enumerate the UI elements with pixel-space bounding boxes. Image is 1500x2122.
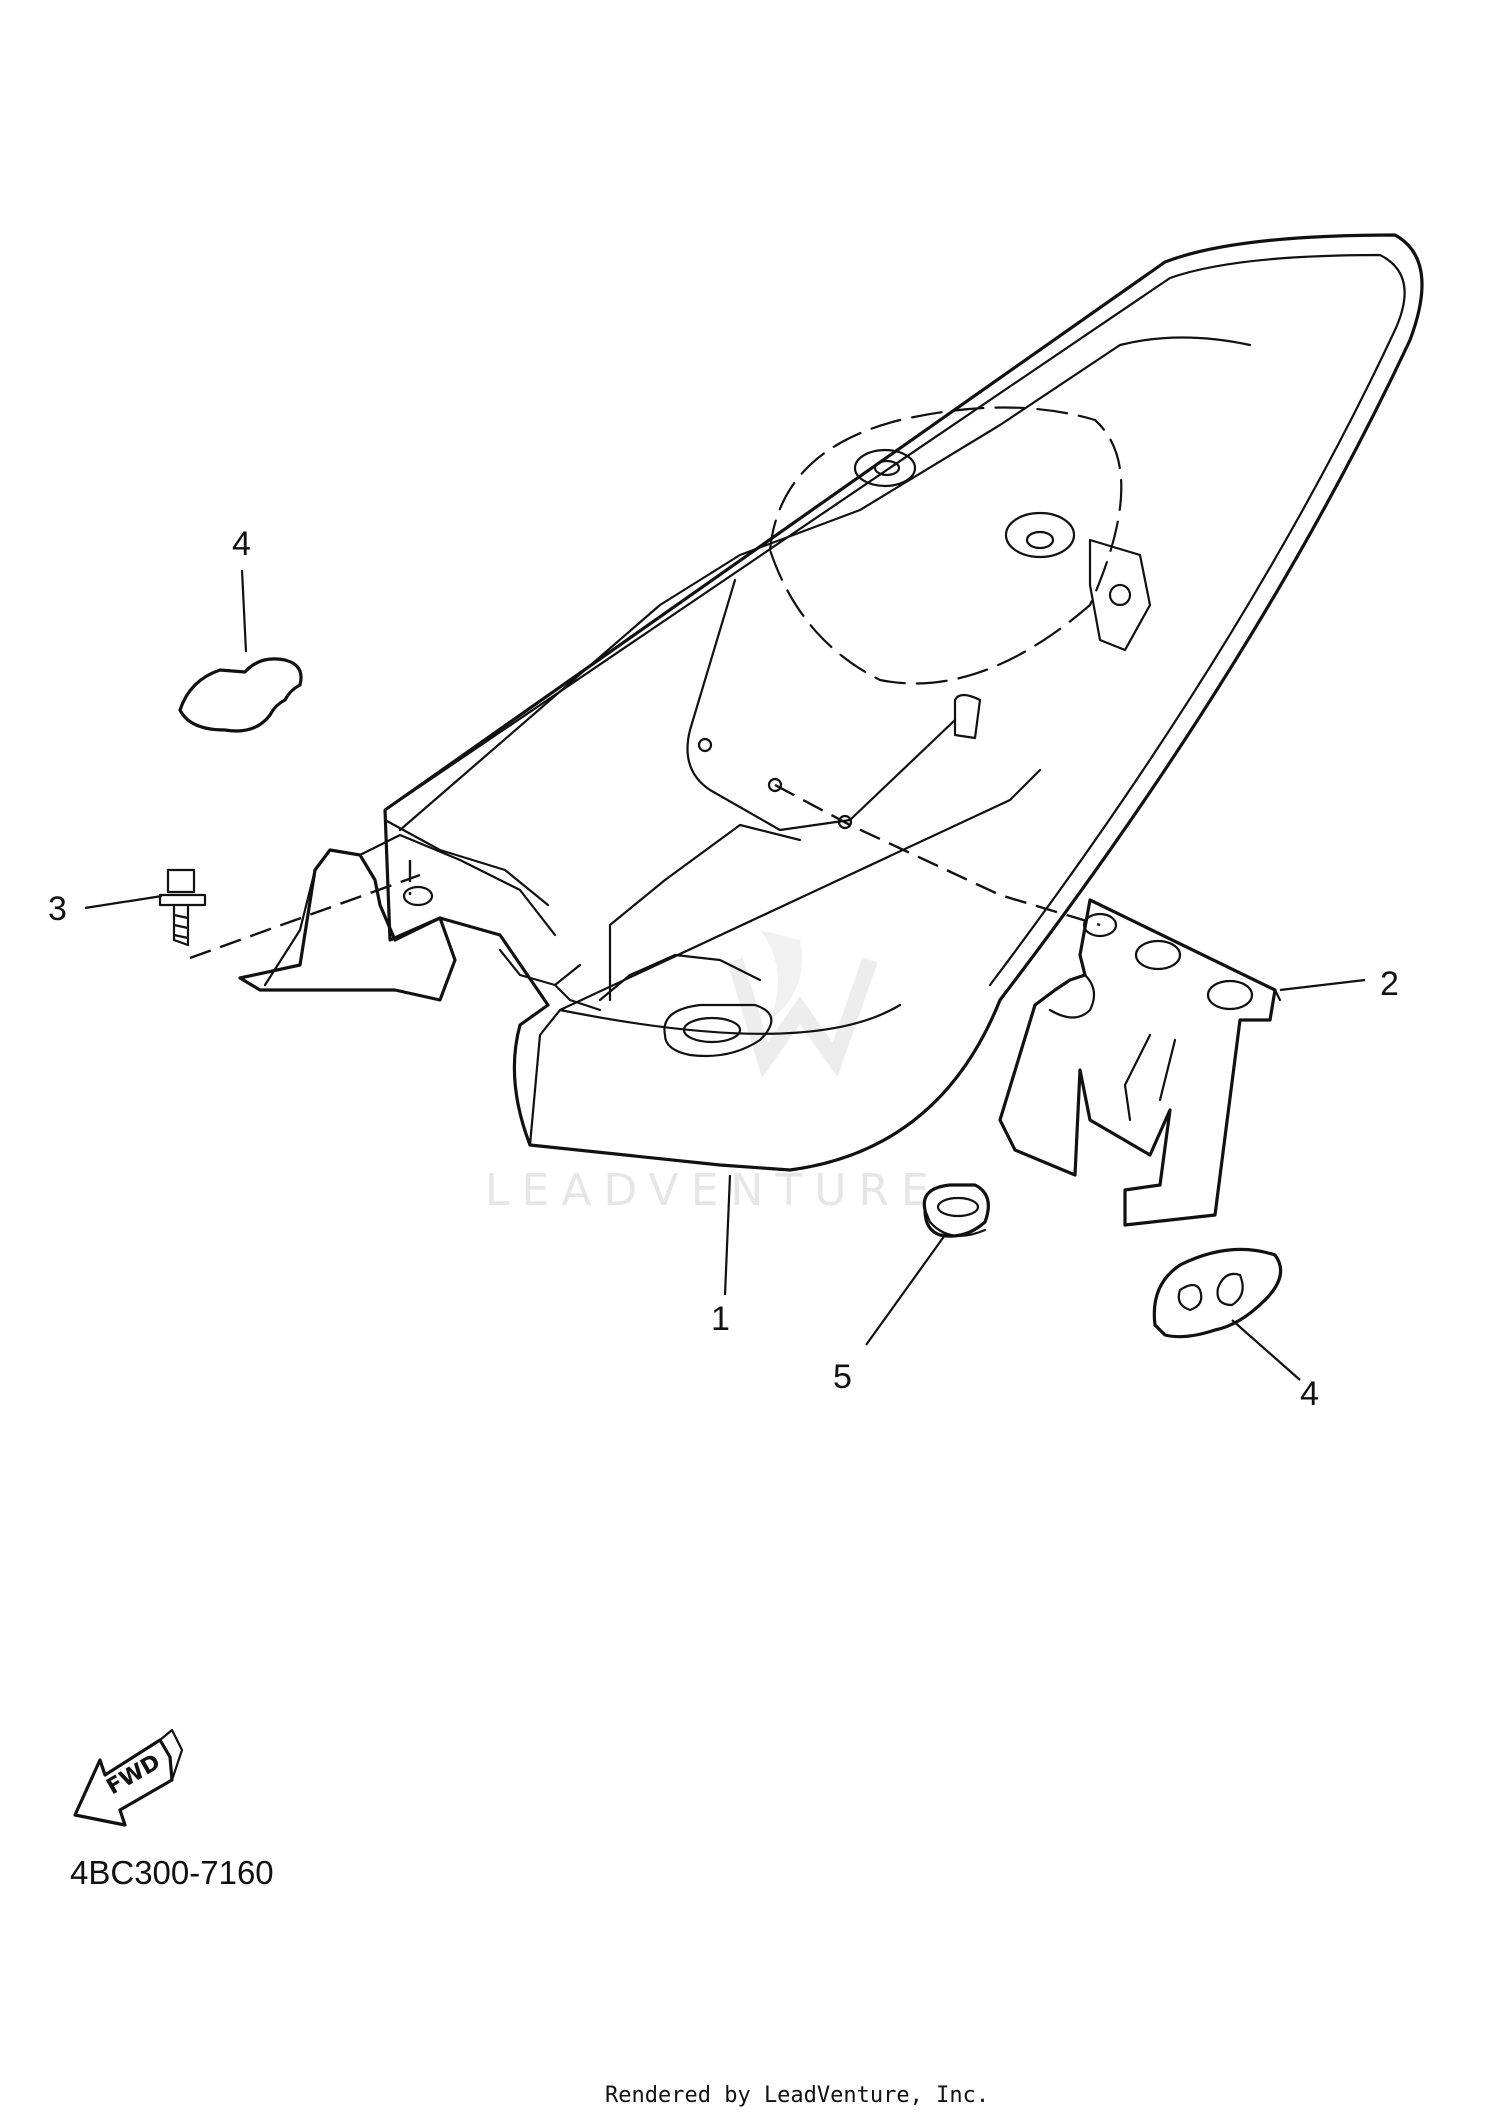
leader-3 (84, 894, 163, 910)
bolt-part-3[interactable] (158, 868, 207, 947)
callout-5[interactable]: 5 (833, 1358, 852, 1396)
leader-5 (865, 1234, 946, 1346)
callout-4-lower[interactable]: 4 (1300, 1375, 1319, 1413)
callout-3[interactable]: 3 (48, 890, 67, 928)
decal-part-4-lower[interactable] (1152, 1247, 1283, 1339)
watermark: LEADVENTURE (485, 930, 941, 1216)
leader-1 (723, 1174, 732, 1296)
leader-2 (1279, 978, 1366, 992)
forward-arrow-icon: FWD (73, 1728, 184, 1827)
diagram-code: 4BC300-7160 (70, 1854, 274, 1891)
leader-4-lower (1231, 1319, 1301, 1381)
bolt-alignment-line (189, 873, 421, 960)
grommet-part-5[interactable] (922, 1183, 990, 1238)
watermark-text: LEADVENTURE (485, 1165, 941, 1216)
leader-4-upper (240, 569, 248, 653)
callout-1[interactable]: 1 (711, 1300, 730, 1338)
decal-part-4-upper[interactable] (178, 657, 303, 733)
rendered-by-footer: Rendered by LeadVenture, Inc. (605, 2083, 989, 2108)
callout-2[interactable]: 2 (1380, 965, 1399, 1003)
plate-part-2[interactable] (998, 898, 1282, 1227)
rear-fender-part-1[interactable] (238, 233, 1424, 1172)
callout-4-upper[interactable]: 4 (232, 525, 251, 563)
